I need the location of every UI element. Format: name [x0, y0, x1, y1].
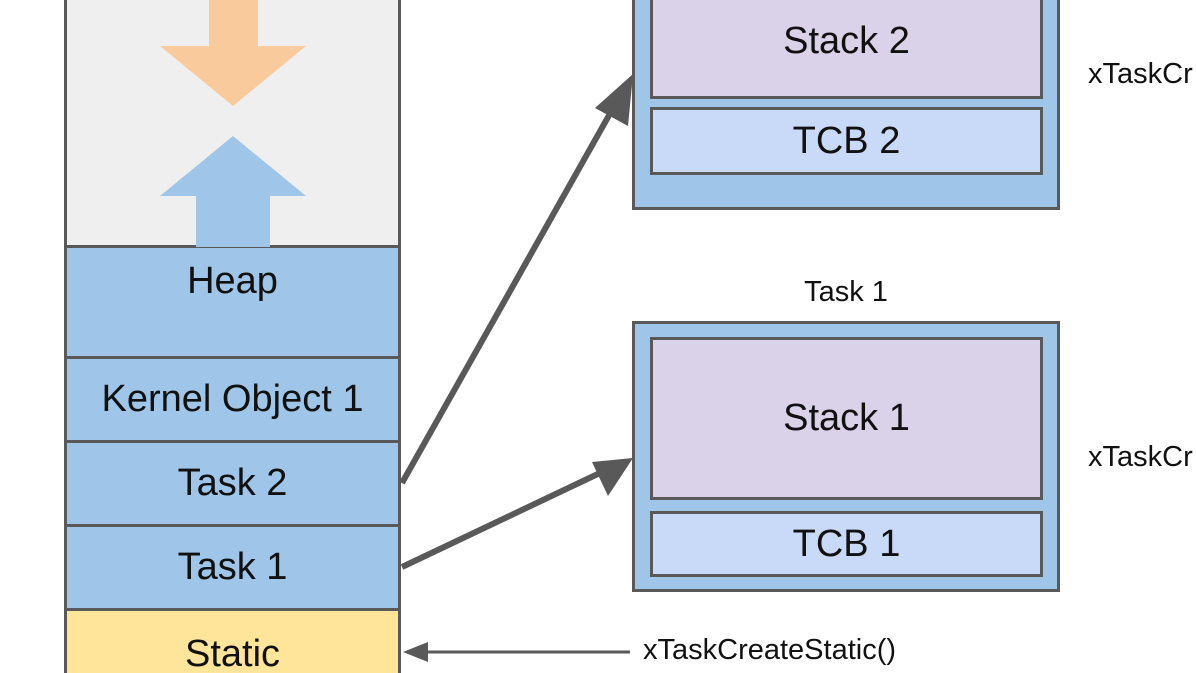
- static-segment: Static: [64, 608, 401, 673]
- heap-label: Heap: [187, 260, 278, 302]
- task1-allocation-box: Stack 1 TCB 1: [632, 321, 1060, 592]
- task2-pointer-arrow: [399, 108, 615, 485]
- free-memory-region: [64, 0, 401, 247]
- task2-segment: Task 2: [64, 440, 401, 527]
- task2-arrowhead-icon: [595, 74, 633, 126]
- tcb1-block: TCB 1: [650, 511, 1043, 577]
- stack1-block: Stack 1: [650, 337, 1043, 500]
- task2-create-call-label: xTaskCr: [1088, 58, 1193, 90]
- kernel-object-label: Kernel Object 1: [101, 378, 364, 420]
- task2-allocation-box: Stack 2 TCB 2: [632, 0, 1060, 210]
- static-create-call-label: xTaskCreateStatic(): [643, 634, 897, 666]
- tcb1-label: TCB 1: [792, 522, 901, 565]
- task2-segment-label: Task 2: [177, 462, 288, 504]
- task1-title: Task 1: [804, 276, 888, 308]
- static-label: Static: [184, 633, 281, 673]
- task1-create-call-label: xTaskCr: [1088, 441, 1193, 473]
- stack1-label: Stack 1: [783, 397, 910, 439]
- task1-segment: Task 1: [64, 524, 401, 611]
- tcb2-block: TCB 2: [650, 107, 1043, 175]
- stack2-block: Stack 2: [650, 0, 1043, 99]
- task1-arrowhead-icon: [592, 458, 633, 496]
- heap-segment: Heap: [64, 245, 401, 359]
- task1-pointer-arrow: [400, 469, 604, 570]
- tcb2-label: TCB 2: [792, 119, 901, 162]
- stack2-label: Stack 2: [783, 19, 910, 62]
- task1-segment-label: Task 1: [177, 546, 288, 588]
- kernel-object-segment: Kernel Object 1: [64, 356, 401, 443]
- static-arrowhead-icon: [403, 642, 428, 662]
